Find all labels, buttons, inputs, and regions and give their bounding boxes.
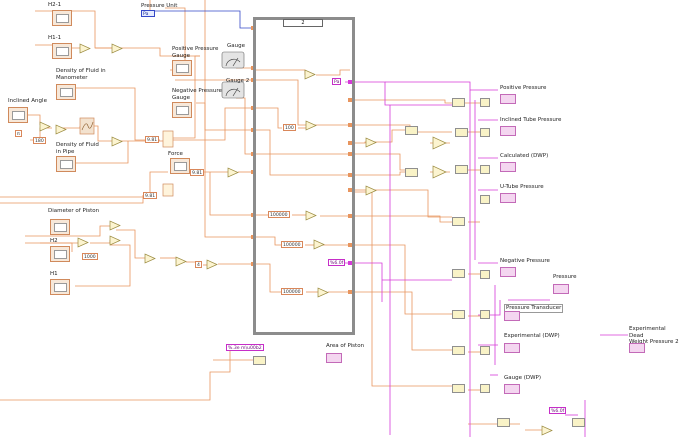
- positive-pressure-gauge-label: Positive Pressure Gauge: [172, 46, 219, 59]
- format-node-area: [253, 356, 266, 365]
- format-node-7: [452, 269, 465, 278]
- format-node-8: [452, 310, 465, 319]
- experimental-dead-weight-2-indicator: [629, 343, 645, 353]
- u-tube-pressure-label: U-Tube Pressure: [500, 184, 544, 190]
- positive-pressure-label: Positive Pressure: [500, 85, 547, 91]
- inclined-angle-control[interactable]: [8, 107, 28, 123]
- experimental-dwp-label: Experimental (DWP): [504, 333, 560, 339]
- experimental-dwp-indicator: [504, 343, 520, 353]
- gauge-dwp-indicator: [504, 384, 520, 394]
- area-of-piston-label: Area of Piston: [326, 343, 365, 349]
- format-node-2: [455, 128, 468, 137]
- const-deg: π: [15, 130, 22, 137]
- const-pa: Pa: [332, 78, 342, 85]
- h2-label: H2: [50, 238, 58, 244]
- diameter-piston-label: Diameter of Piston: [48, 208, 100, 214]
- format-node-6: [452, 217, 465, 226]
- negative-pressure-indicator: [500, 267, 516, 277]
- const-100000-b: 100000: [281, 241, 303, 248]
- const-100: 100: [283, 124, 296, 131]
- const-1000: 1000: [82, 253, 98, 260]
- merge-node-2: [480, 128, 490, 137]
- h1-label: H1: [50, 271, 58, 277]
- inclined-tube-pressure-indicator: [500, 126, 516, 136]
- merge-node-4: [480, 195, 490, 204]
- pressure-indicator: [553, 284, 569, 294]
- format-node-11: [497, 418, 510, 427]
- u-tube-pressure-indicator: [500, 193, 516, 203]
- const-100000-c: 100000: [281, 288, 303, 295]
- pressure-transducer-label: Pressure Transducer: [504, 304, 564, 313]
- const-9-81-c: 9.81: [143, 192, 158, 199]
- format-node-1: [452, 98, 465, 107]
- format-node-10: [452, 384, 465, 393]
- format-node-5: [405, 168, 418, 177]
- format-node-12: [572, 418, 585, 427]
- h1-1-control[interactable]: [52, 43, 72, 59]
- diameter-piston-control[interactable]: [50, 219, 70, 235]
- negative-pressure-label: Negative Pressure: [500, 258, 550, 264]
- positive-pressure-gauge-control[interactable]: [172, 60, 192, 76]
- positive-pressure-indicator: [500, 94, 516, 104]
- gauge-label: Gauge: [227, 43, 245, 49]
- const-180: 180: [33, 137, 46, 144]
- merge-node-1: [480, 98, 490, 107]
- force-label: Force: [168, 151, 183, 157]
- area-of-piston-indicator: [326, 353, 342, 363]
- merge-node-5: [480, 270, 490, 279]
- merge-node-7: [480, 346, 490, 355]
- case-selector[interactable]: 2: [283, 19, 323, 27]
- experimental-dead-weight-2-label: Experimental Dead Weight Pressure 2: [629, 326, 679, 345]
- density-pipe-control[interactable]: [56, 156, 76, 172]
- format-node-4: [455, 165, 468, 174]
- calculated-dwp-indicator: [500, 162, 516, 172]
- const-format-6-0f-b: %6.0f: [549, 407, 567, 414]
- pressure-unit-control[interactable]: Pa: [141, 10, 155, 17]
- const-9-81-a: 9.81: [145, 136, 160, 143]
- h1-control[interactable]: [50, 279, 70, 295]
- const-format-3e: %.3e m\u00b2: [226, 344, 264, 351]
- merge-node-8: [480, 384, 490, 393]
- const-4: 4: [195, 261, 202, 268]
- pressure-unit-label: Pressure Unit: [141, 3, 178, 9]
- inclined-tube-pressure-label: Inclined Tube Pressure: [500, 117, 562, 123]
- density-pipe-label: Density of Fluid in Pipe: [56, 142, 99, 155]
- pressure-label: Pressure: [553, 274, 577, 280]
- force-control[interactable]: [170, 158, 190, 174]
- h2-control[interactable]: [50, 246, 70, 262]
- h2-1-label: H2-1: [48, 2, 62, 8]
- merge-node-6: [480, 310, 490, 319]
- negative-pressure-gauge-label: Negative Pressure Gauge: [172, 88, 222, 101]
- const-100000-a: 100000: [268, 211, 290, 218]
- negative-pressure-gauge-control[interactable]: [172, 102, 192, 118]
- density-manometer-label: Density of Fluid in Manometer: [56, 68, 106, 81]
- h1-1-label: H1-1: [48, 35, 62, 41]
- const-format-6-0f: %6.0f: [328, 259, 346, 266]
- merge-node-3: [480, 165, 490, 174]
- h2-1-control[interactable]: [52, 10, 72, 26]
- format-node-3: [405, 126, 418, 135]
- const-9-81-b: 9.81: [190, 169, 205, 176]
- case-structure: [253, 17, 355, 335]
- calculated-dwp-label: Calculated (DWP): [500, 153, 549, 159]
- gauge-dwp-label: Gauge (DWP): [504, 375, 542, 381]
- pressure-transducer-indicator: [504, 311, 520, 321]
- inclined-angle-label: Inclined Angle: [8, 98, 47, 104]
- gauge-2-label: Gauge 2: [226, 78, 250, 84]
- density-manometer-control[interactable]: [56, 84, 76, 100]
- format-node-9: [452, 346, 465, 355]
